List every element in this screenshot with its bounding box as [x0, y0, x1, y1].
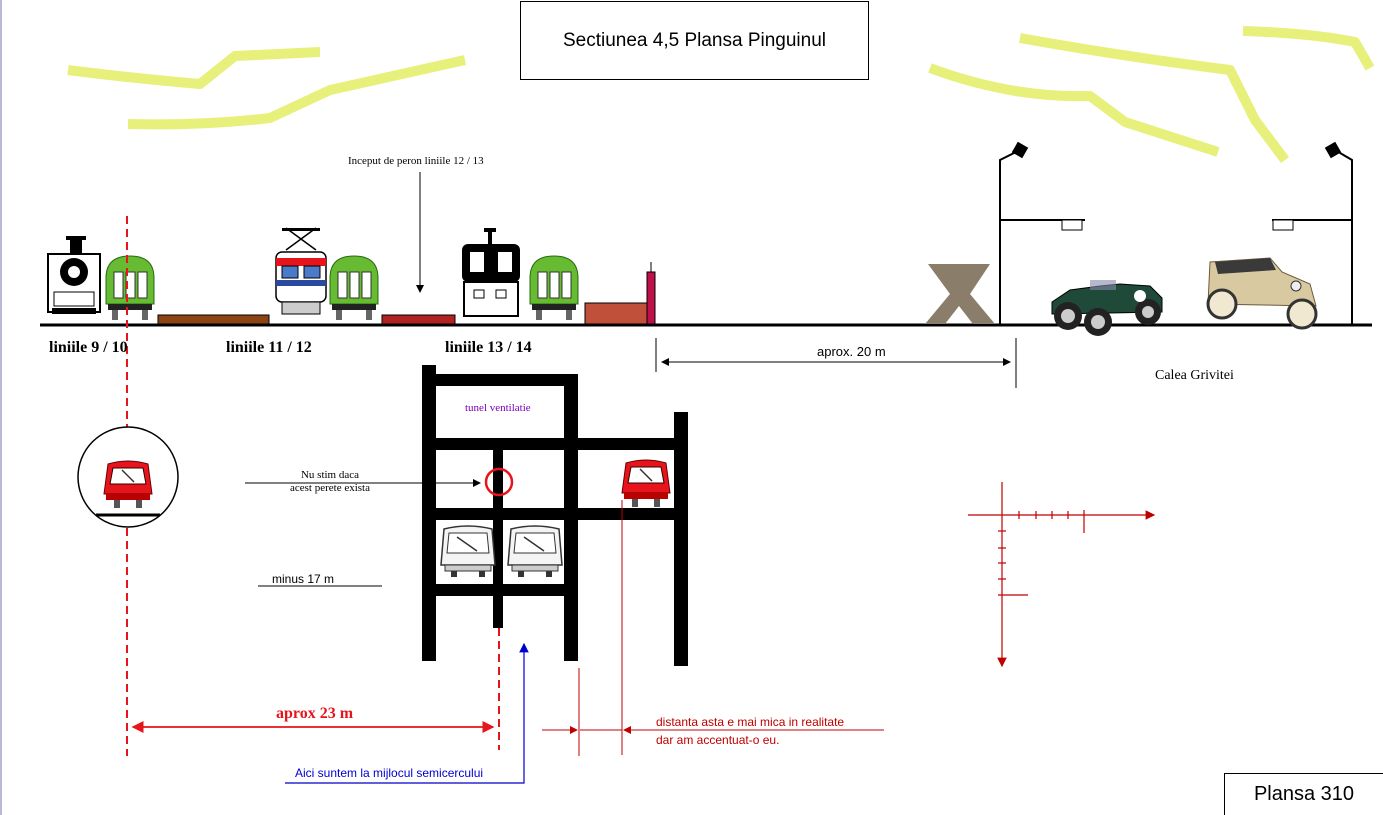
electric-locomotive-icon — [275, 227, 327, 315]
wall-note-line-1: Nu stim daca — [300, 469, 360, 481]
barrier-icon — [925, 264, 995, 324]
depth-label: minus 17 m — [272, 572, 335, 586]
track-label-3: liniile 13 / 14 — [445, 339, 532, 356]
wagon-1-icon — [105, 255, 155, 321]
beige-vintage-car-icon — [1206, 257, 1318, 330]
distance-note: distanta asta e mai mica in realitate da… — [656, 713, 844, 749]
platform-wall — [646, 271, 656, 325]
wagon-2-icon — [329, 255, 379, 321]
plate-box: Plansa 310 — [1224, 773, 1383, 815]
street-label: Calea Grivitei — [1155, 368, 1234, 383]
title-box: Sectiunea 4,5 Plansa Pinguinul — [520, 1, 869, 80]
metro-train-1-icon — [440, 525, 496, 578]
underground-structure — [422, 365, 688, 666]
wall-note-line-2: acest perete exista — [289, 482, 370, 494]
distance-note-line-1: distanta asta e mai mica in realitate — [656, 715, 845, 729]
track-label-2: liniile 11 / 12 — [226, 339, 312, 356]
dimension-20m — [655, 338, 1017, 388]
middle-note: Aici suntem la mijlocul semicercului — [295, 766, 484, 780]
metro-train-2-icon — [507, 525, 563, 578]
clouds — [67, 26, 1375, 163]
approx-20m-label: aprox. 20 m — [817, 344, 886, 359]
steam-locomotive-icon — [47, 236, 101, 314]
green-vintage-car-icon — [1051, 280, 1163, 336]
wagon-3-icon — [529, 255, 579, 321]
page-title: Sectiunea 4,5 Plansa Pinguinul — [562, 29, 827, 51]
wall-note: Nu stim daca acest perete exista — [270, 469, 390, 495]
distance-note-line-2: dar am accentuat-o eu. — [656, 733, 780, 747]
distance-dimension — [542, 500, 884, 756]
street-lamp-1-icon — [999, 141, 1085, 325]
left-edge — [0, 0, 2, 815]
platform-start-label: Inceput de peron liniile 12 / 13 — [348, 155, 484, 167]
coordinate-axes — [968, 482, 1156, 668]
plate-number: Plansa 310 — [1253, 783, 1355, 805]
wall-uncertain-circle — [484, 467, 514, 497]
vent-tunnel-label: tunel ventilatie — [465, 402, 531, 414]
platform-2 — [381, 314, 456, 325]
track-label-1: liniile 9 / 10 — [49, 339, 128, 356]
platform-1 — [157, 314, 270, 325]
diesel-locomotive-icon — [462, 228, 520, 317]
approx-23m-label: aprox 23 m — [276, 705, 354, 722]
middle-note-arrow — [285, 642, 529, 784]
tunnel-train-2-icon — [621, 459, 671, 508]
platform-3 — [584, 302, 648, 325]
street-lamp-2-icon — [1272, 141, 1353, 325]
